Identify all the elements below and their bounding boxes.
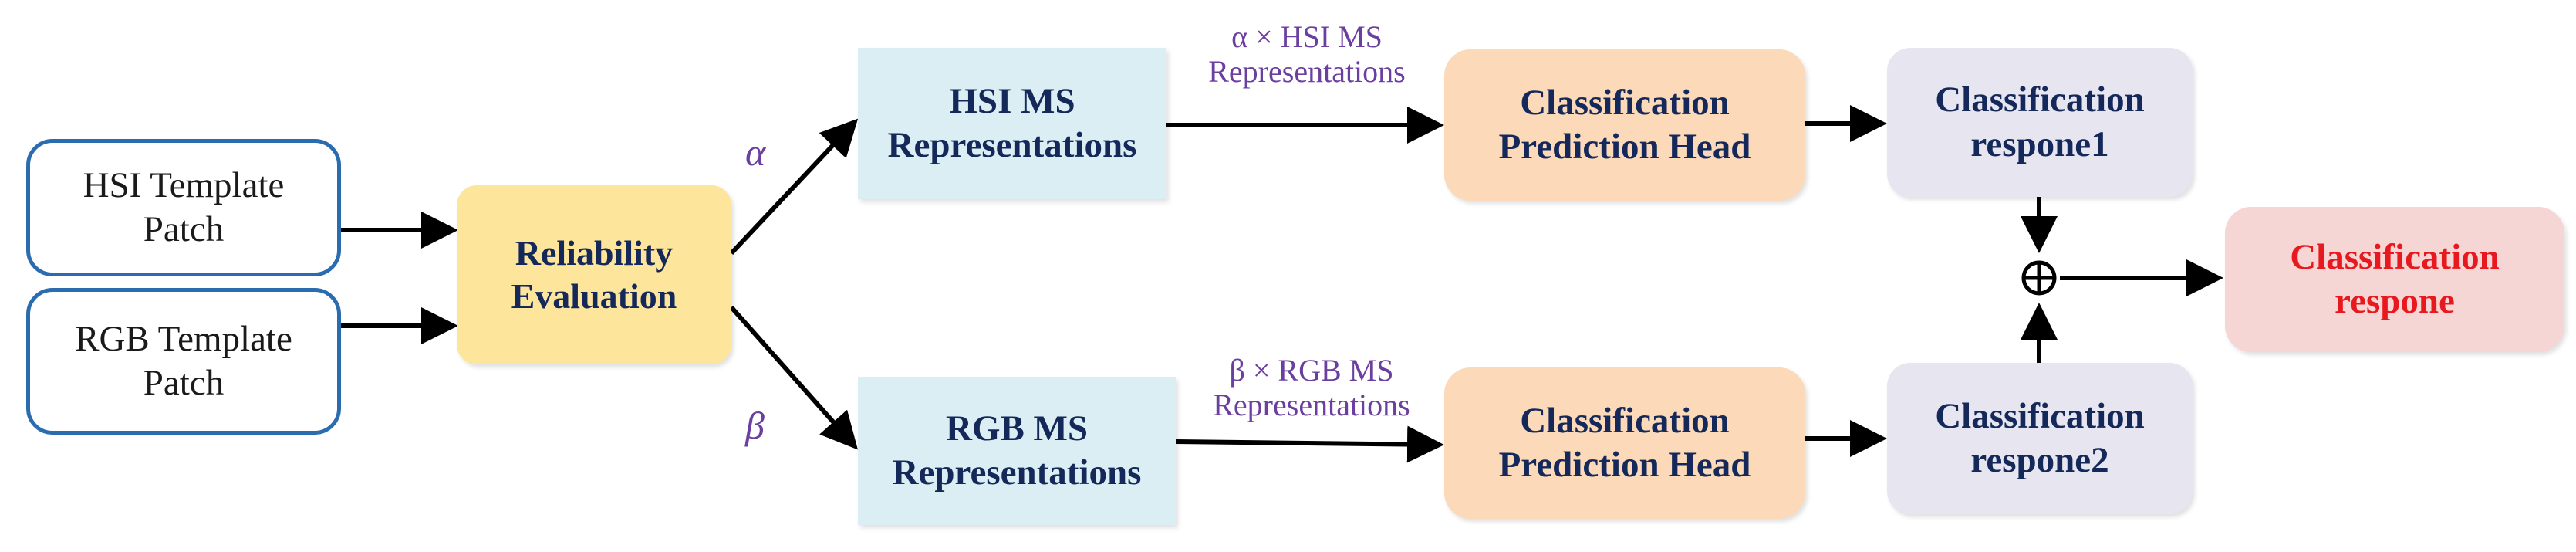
hsi-template-patch: HSI Template Patch	[26, 139, 341, 276]
head-bottom-line1: Classification	[1520, 400, 1730, 441]
classification-response2: Classification respone2	[1887, 363, 2193, 514]
response2-line2: respone2	[1970, 440, 2109, 480]
reliability-line2: Evaluation	[511, 276, 677, 316]
alpha-weight-label: α	[745, 130, 766, 174]
hsi-ms-line2: Representations	[887, 125, 1137, 165]
rgb-template-line2: Patch	[143, 363, 225, 403]
response1-line1: Classification	[1935, 80, 2145, 120]
head-top-line2: Prediction Head	[1498, 127, 1751, 167]
rgb-ms-line1: RGB MS	[945, 408, 1089, 449]
rgb-edge-label: β × RGB MS Representations	[1180, 353, 1443, 423]
final-line2: respone	[2335, 281, 2455, 321]
hsi-edge-label-line2: Representations	[1208, 53, 1406, 89]
hsi-ms-line1: HSI MS	[949, 80, 1075, 121]
final-line1: Classification	[2290, 236, 2500, 277]
reliability-line1: Reliability	[515, 232, 674, 273]
classification-response1: Classification respone1	[1887, 48, 2193, 197]
rgb-edge-label-line1: β × RGB MS	[1229, 353, 1394, 388]
response2-line1: Classification	[1935, 395, 2145, 436]
arrow-reliability-to-hsi-ms	[729, 118, 859, 256]
rgb-template-line1: RGB Template	[75, 318, 292, 359]
hsi-ms-representations: HSI MS Representations	[858, 48, 1166, 199]
hsi-template-line1: HSI Template	[83, 164, 285, 205]
classification-head-top: Classification Prediction Head	[1444, 49, 1805, 201]
rgb-template-patch: RGB Template Patch	[26, 288, 341, 435]
hsi-edge-label-line1: α × HSI MS	[1231, 19, 1383, 54]
hsi-edge-label: α × HSI MS Representations	[1176, 19, 1438, 90]
rgb-edge-label-line2: Representations	[1213, 387, 1410, 422]
hsi-template-line2: Patch	[143, 209, 225, 249]
rgb-ms-line2: Representations	[892, 452, 1142, 493]
rgb-ms-representations: RGB MS Representations	[858, 377, 1176, 525]
reliability-evaluation: Reliability Evaluation	[457, 185, 731, 364]
response1-line2: respone1	[1970, 124, 2109, 164]
arrow-rgb-ms-to-head	[1175, 425, 1444, 463]
classification-head-bottom: Classification Prediction Head	[1444, 367, 1805, 519]
head-top-line1: Classification	[1520, 82, 1730, 123]
beta-weight-label: β	[745, 404, 765, 447]
arrow-reliability-to-rgb-ms	[729, 306, 858, 450]
head-bottom-line2: Prediction Head	[1498, 445, 1751, 485]
classification-response-final: Classification respone	[2225, 207, 2564, 352]
